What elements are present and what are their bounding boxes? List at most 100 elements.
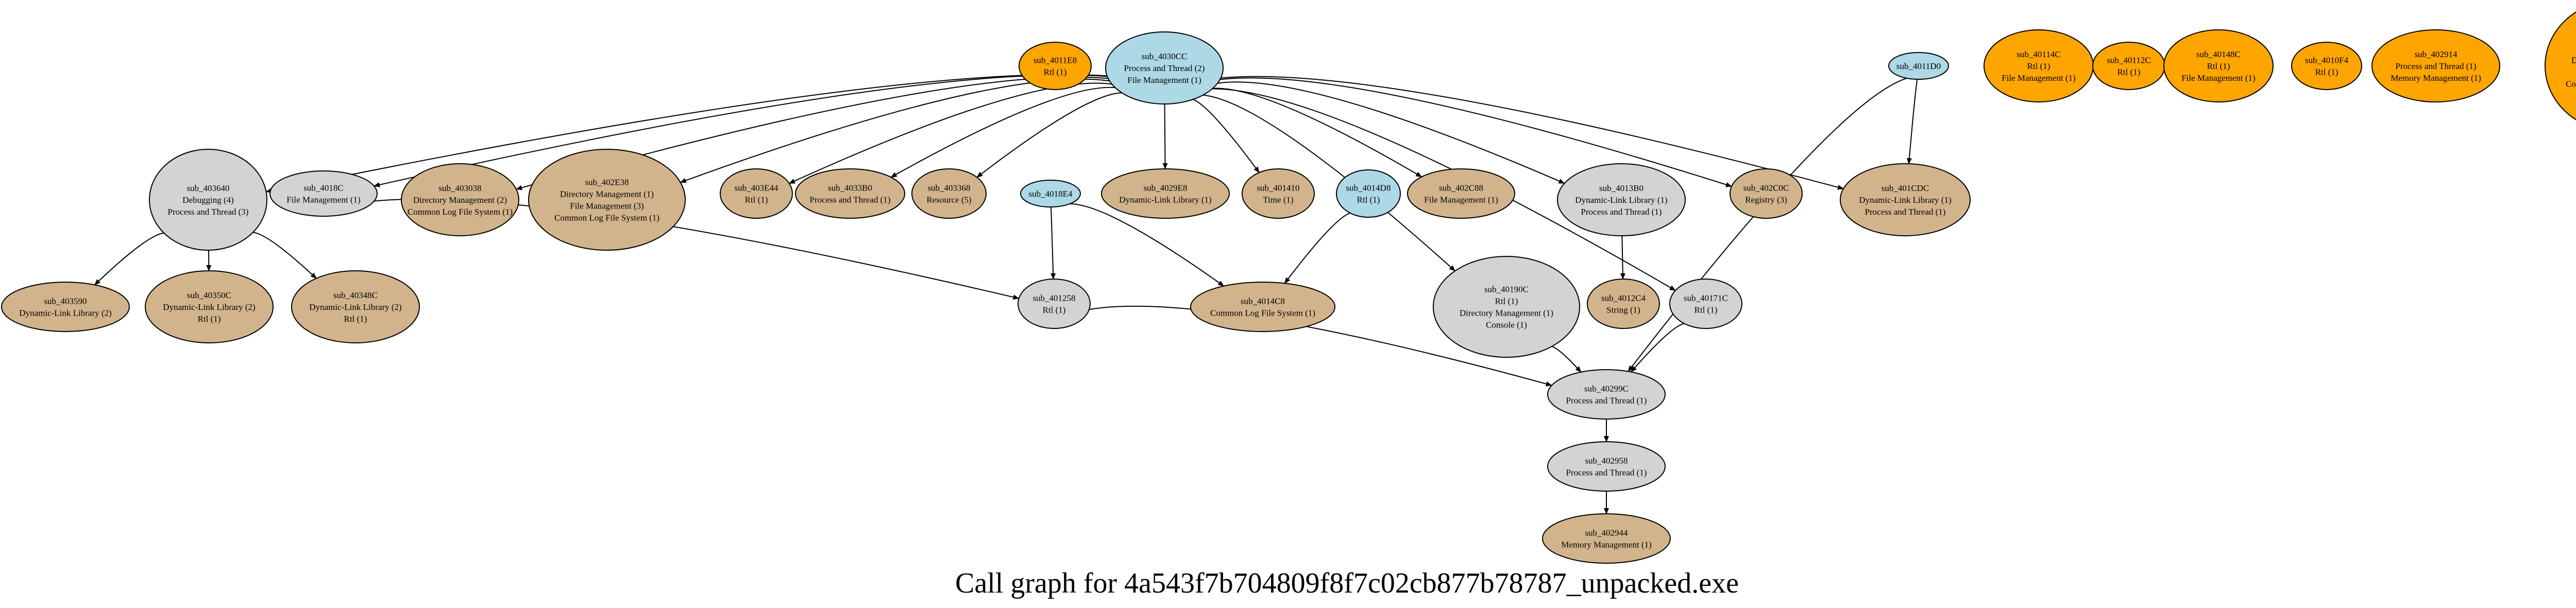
node-api-label: Common Log File System (1) bbox=[1210, 308, 1315, 318]
node-api-label: String (1) bbox=[1606, 305, 1640, 315]
node-ellipse bbox=[1542, 513, 1671, 564]
node-name-label: sub_401410 bbox=[1257, 183, 1299, 193]
node-name-label: sub_40112C bbox=[2107, 56, 2150, 65]
node-api-label: Memory Management (1) bbox=[1561, 540, 1652, 550]
edge-sub_4030CC-to-sub_40171C bbox=[1212, 88, 1676, 291]
node-ellipse bbox=[1019, 42, 1092, 90]
node-ellipse bbox=[1730, 168, 1803, 219]
node-ellipse bbox=[1190, 282, 1335, 332]
edge-sub_40171C-to-sub_40299C bbox=[1631, 323, 1685, 373]
node-api-label: Process and Thread (2) bbox=[1124, 63, 1205, 73]
edge-sub_4030CC-to-sub_402C0C bbox=[1219, 77, 1732, 187]
node-name-label: sub_4029E8 bbox=[1144, 183, 1188, 193]
node-api-label: Rtl (1) bbox=[2117, 67, 2141, 77]
edge-sub_4018E4-to-sub_4014C8 bbox=[1070, 203, 1225, 287]
node-api-label: Rtl (1) bbox=[1357, 195, 1380, 205]
node-name-label: sub_4011D0 bbox=[1896, 61, 1941, 71]
node-ellipse bbox=[911, 168, 987, 219]
node-api-label: File Management (1) bbox=[286, 195, 361, 205]
node-ellipse bbox=[2163, 29, 2274, 102]
node-ellipse bbox=[269, 170, 378, 217]
node-api-label: Directory Management (1) bbox=[560, 189, 654, 199]
node-api-label: Directory Management (1) bbox=[1460, 308, 1553, 318]
node-api-label: Rtl (1) bbox=[1044, 67, 1067, 77]
node-api-label: Time (1) bbox=[1263, 195, 1293, 205]
node-name-label: sub_402914 bbox=[2414, 49, 2458, 59]
edge-sub_4030CC-to-sub_403E44 bbox=[788, 82, 1112, 184]
node-ellipse bbox=[291, 270, 420, 343]
node-ellipse bbox=[1547, 369, 1666, 420]
node-sub_4018C: sub_4018C File Management (1) bbox=[269, 170, 378, 217]
edge-sub_4030CC-to-sub_4013B0 bbox=[1217, 81, 1565, 184]
node-name-label: sub_4012C4 bbox=[1601, 293, 1646, 303]
edge-sub_40190C-to-sub_40299C bbox=[1551, 346, 1582, 373]
node-api-label: File Management (1) bbox=[2181, 73, 2256, 83]
node-api-label: Rtl (1) bbox=[2207, 61, 2230, 71]
node-api-label: Rtl (1) bbox=[745, 195, 768, 205]
node-ellipse bbox=[528, 149, 686, 251]
node-ellipse bbox=[1336, 169, 1401, 218]
node-api-label: Rtl (1) bbox=[2027, 61, 2050, 71]
node-api-label: Common Log File System (1) bbox=[408, 207, 513, 217]
node-name-label: sub_4018C bbox=[303, 183, 343, 193]
node-name-label: sub_4014D8 bbox=[1346, 183, 1391, 193]
node-ellipse bbox=[2545, 11, 2576, 120]
node-api-label: Dynamic-Link Library (1) bbox=[1575, 195, 1667, 205]
node-ellipse bbox=[1407, 168, 1515, 219]
node-name-label: sub_4018E4 bbox=[1029, 189, 1073, 199]
node-api-label: Process and Thread (1) bbox=[1865, 207, 1946, 217]
node-api-label: File Management (1) bbox=[1424, 195, 1498, 205]
edge-sub_4011D0-to-sub_401CDC bbox=[1906, 79, 1918, 165]
node-api-label: File Management (3) bbox=[570, 201, 644, 211]
node-name-label: sub_402958 bbox=[1585, 456, 1628, 466]
edge-sub_4014D8-to-sub_4014C8 bbox=[1284, 212, 1351, 284]
node-name-label: sub_402E38 bbox=[585, 178, 629, 187]
node-ellipse bbox=[1101, 168, 1230, 219]
node-api-label: Process and Thread (1) bbox=[810, 195, 891, 205]
edge-sub_403640-to-sub_40348C bbox=[252, 232, 317, 279]
node-api-label: Dynamic-Link Library (2) bbox=[19, 308, 111, 318]
node-name-label: sub_403640 bbox=[187, 183, 229, 193]
node-sub_40112C: sub_40112C Rtl (1) bbox=[2092, 42, 2165, 90]
node-ellipse bbox=[2371, 29, 2500, 102]
edge-sub_4030CC-to-sub_402C88 bbox=[1212, 88, 1422, 178]
node-ellipse bbox=[1020, 180, 1081, 207]
node-name-label: sub_402C0C bbox=[1743, 183, 1789, 193]
node-api-label: Process and Thread (1) bbox=[1581, 207, 1662, 217]
edge-layer bbox=[94, 74, 1918, 514]
edge-sub_4018E4-to-sub_401258 bbox=[1050, 206, 1056, 280]
node-ellipse bbox=[1547, 441, 1666, 492]
node-ellipse bbox=[1557, 163, 1686, 236]
node-api-label: Process and Thread (1) bbox=[1566, 468, 1647, 478]
node-sub_4011D0: sub_4011D0 bbox=[1888, 52, 1949, 80]
node-name-label: sub_4014C8 bbox=[1241, 297, 1285, 306]
node-name-label: sub_40299C bbox=[1584, 384, 1629, 394]
node-ellipse bbox=[1587, 279, 1660, 329]
node-api-label: Process and Thread (3) bbox=[168, 207, 249, 217]
node-name-label: sub_402944 bbox=[1585, 528, 1628, 538]
node-name-label: sub_403590 bbox=[44, 297, 87, 306]
node-api-label: Console (1) bbox=[1486, 320, 1527, 330]
node-api-label: Rtl (1) bbox=[344, 314, 367, 324]
node-ellipse bbox=[1242, 168, 1315, 219]
node-name-label: sub_402C88 bbox=[1439, 183, 1483, 193]
node-api-label: Common Log File System (1) bbox=[2566, 79, 2576, 89]
edge-sub_4030CC-to-sub_4033B0 bbox=[890, 86, 1115, 178]
edge-sub_4030CC-to-sub_40190C bbox=[1203, 94, 1455, 272]
